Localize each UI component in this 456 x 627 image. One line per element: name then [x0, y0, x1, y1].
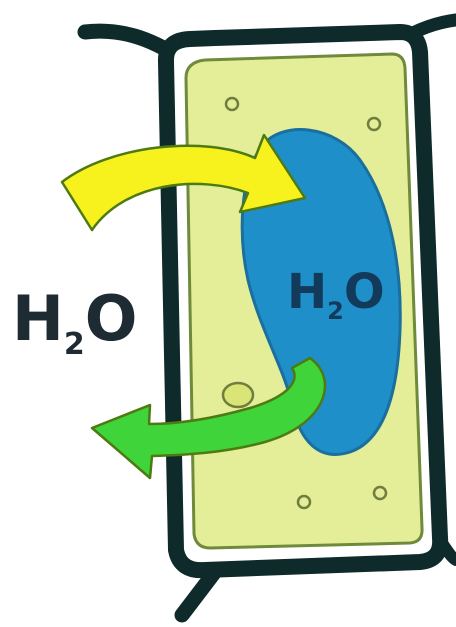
organelle-nucleus — [221, 381, 255, 409]
vacuole-h2o-h: H — [287, 264, 327, 320]
organelle-dot — [366, 116, 382, 132]
organelle-dot — [224, 96, 240, 112]
vacuole-h2o-o: O — [344, 264, 385, 320]
outside-h2o-subscript: 2 — [64, 327, 85, 362]
water-in-arrow — [60, 133, 307, 232]
vacuole-h2o-subscript: 2 — [327, 297, 344, 325]
organelle-dot — [372, 485, 388, 501]
vacuole-h2o-label: H2O — [287, 264, 385, 325]
outside-h2o-label: H2O — [12, 282, 137, 362]
outside-h2o-h: H — [12, 282, 64, 355]
water-out-arrow — [90, 356, 327, 480]
outside-h2o-o: O — [85, 282, 138, 355]
organelle-dot — [296, 494, 312, 510]
vacuole — [240, 128, 402, 456]
